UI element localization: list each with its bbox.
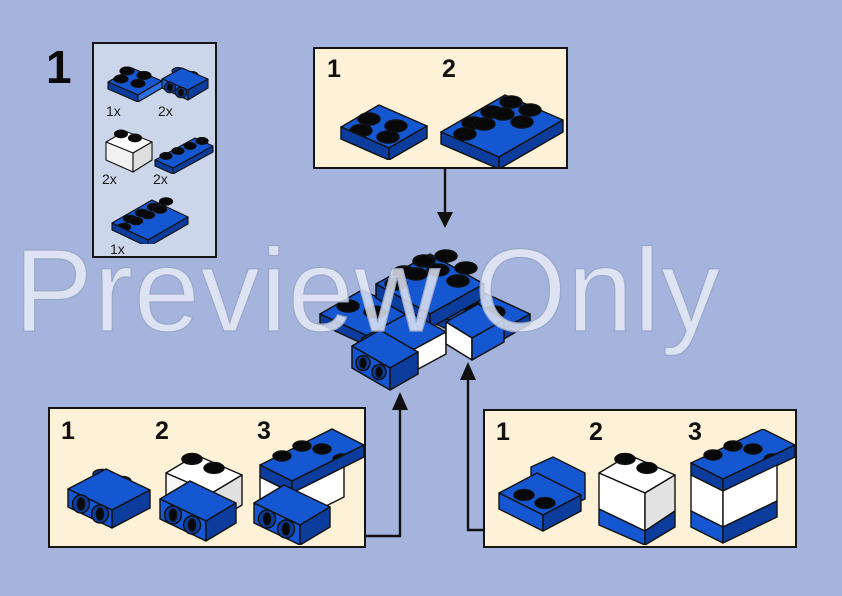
page-step-number: 1 bbox=[46, 41, 72, 93]
arrow-top-to-model bbox=[437, 168, 453, 228]
left-step-label-1: 1 bbox=[61, 417, 75, 445]
right-step-label-1: 1 bbox=[496, 418, 510, 446]
part-qty-label: 2x bbox=[153, 171, 168, 187]
right-step-label-3: 3 bbox=[688, 418, 702, 446]
part-bracket-1x2-blue bbox=[161, 67, 209, 101]
left-assembly-box: 1 2 3 bbox=[48, 407, 366, 548]
top-step-label-2: 2 bbox=[442, 55, 456, 83]
parts-list-box: 1x 2x bbox=[92, 42, 217, 258]
right-part-bracket-1x2-mirror bbox=[498, 456, 586, 532]
top-step-label-1: 1 bbox=[327, 55, 341, 83]
assembled-model bbox=[319, 249, 531, 391]
top-assembly-box: 1 2 bbox=[313, 47, 568, 169]
part-plate-1x4-blue bbox=[154, 137, 214, 174]
right-assembly-box: 1 2 3 bbox=[483, 409, 797, 548]
arrow-left-to-model bbox=[358, 392, 408, 538]
part-qty-label: 2x bbox=[102, 171, 117, 187]
left-part-bracket-1x2 bbox=[67, 468, 151, 529]
top-part-plate-2x2-blue bbox=[340, 104, 428, 160]
left-part-full-subassembly bbox=[253, 428, 365, 545]
part-plate-2x4-blue bbox=[111, 197, 189, 244]
right-part-full-subassembly-mirror bbox=[690, 429, 796, 544]
left-step-label-3: 3 bbox=[257, 417, 271, 445]
part-qty-label: 1x bbox=[110, 241, 125, 257]
left-part-bracket-white-brick bbox=[159, 452, 243, 542]
part-qty-label: 1x bbox=[106, 103, 121, 119]
part-qty-label: 2x bbox=[158, 103, 173, 119]
part-brick-1x2-white bbox=[105, 129, 153, 173]
right-part-white-brick-mirror bbox=[598, 452, 676, 545]
left-step-label-2: 2 bbox=[155, 417, 169, 445]
top-part-plate-2x4-blue bbox=[440, 94, 564, 167]
right-step-label-2: 2 bbox=[589, 418, 603, 446]
